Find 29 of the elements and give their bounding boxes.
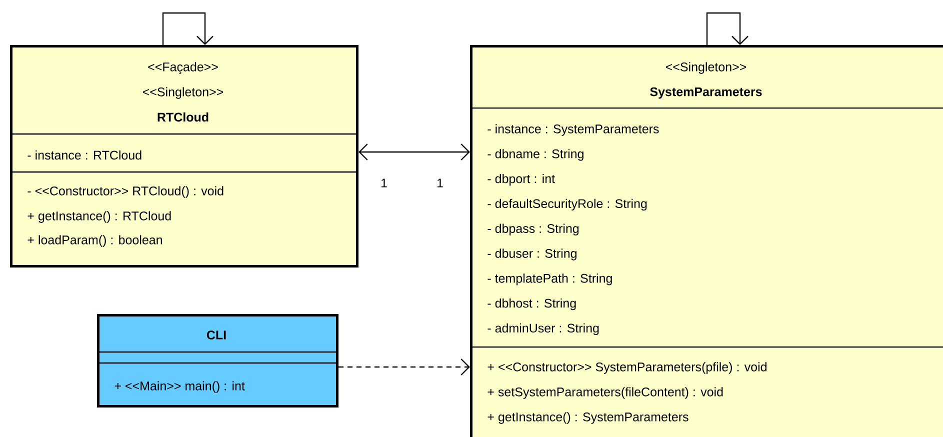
member-text: + getInstance() : RTCloud — [28, 211, 171, 223]
member-text: - <<Constructor>> RTCloud() : void — [28, 186, 224, 198]
member-text: + <<Constructor>> SystemParameters(pfile) : void — [488, 362, 766, 374]
member-text: - dbname : String — [488, 149, 584, 161]
member-text: - templatePath : String — [488, 274, 612, 286]
member-text: + setSystemParameters(fileContent) : void — [488, 387, 723, 399]
member-text: + loadParam() : boolean — [28, 235, 162, 247]
class-name: RTCloud — [158, 112, 208, 122]
stereotype-label: <<Façade>> — [148, 62, 218, 74]
multiplicity-label: 1 — [437, 178, 443, 188]
self-association-arrow — [162, 12, 214, 45]
member-text: - dbhost : String — [488, 298, 576, 310]
member-text: - instance : RTCloud — [28, 150, 142, 160]
stereotype-label: <<Singleton>> — [142, 87, 224, 99]
dependency-arrow — [338, 358, 470, 376]
multiplicity-label: 1 — [381, 178, 387, 188]
member-text: + getInstance() : SystemParameters — [488, 412, 688, 424]
member-text: - dbport : int — [488, 174, 555, 186]
class-name: SystemParameters — [650, 87, 762, 99]
member-text: - dbpass : String — [488, 224, 579, 236]
association-arrow — [358, 144, 470, 160]
class-name: CLI — [206, 330, 226, 340]
member-text: - adminUser : String — [488, 323, 599, 336]
member-text: - dbuser : String — [488, 248, 576, 260]
member-text: - defaultSecurityRole : String — [488, 198, 647, 211]
self-association-arrow — [706, 12, 748, 45]
member-text: + <<Main>> main() : int — [114, 381, 245, 393]
member-text: - instance : SystemParameters — [488, 124, 659, 136]
stereotype-label: <<Singleton>> — [666, 62, 746, 74]
